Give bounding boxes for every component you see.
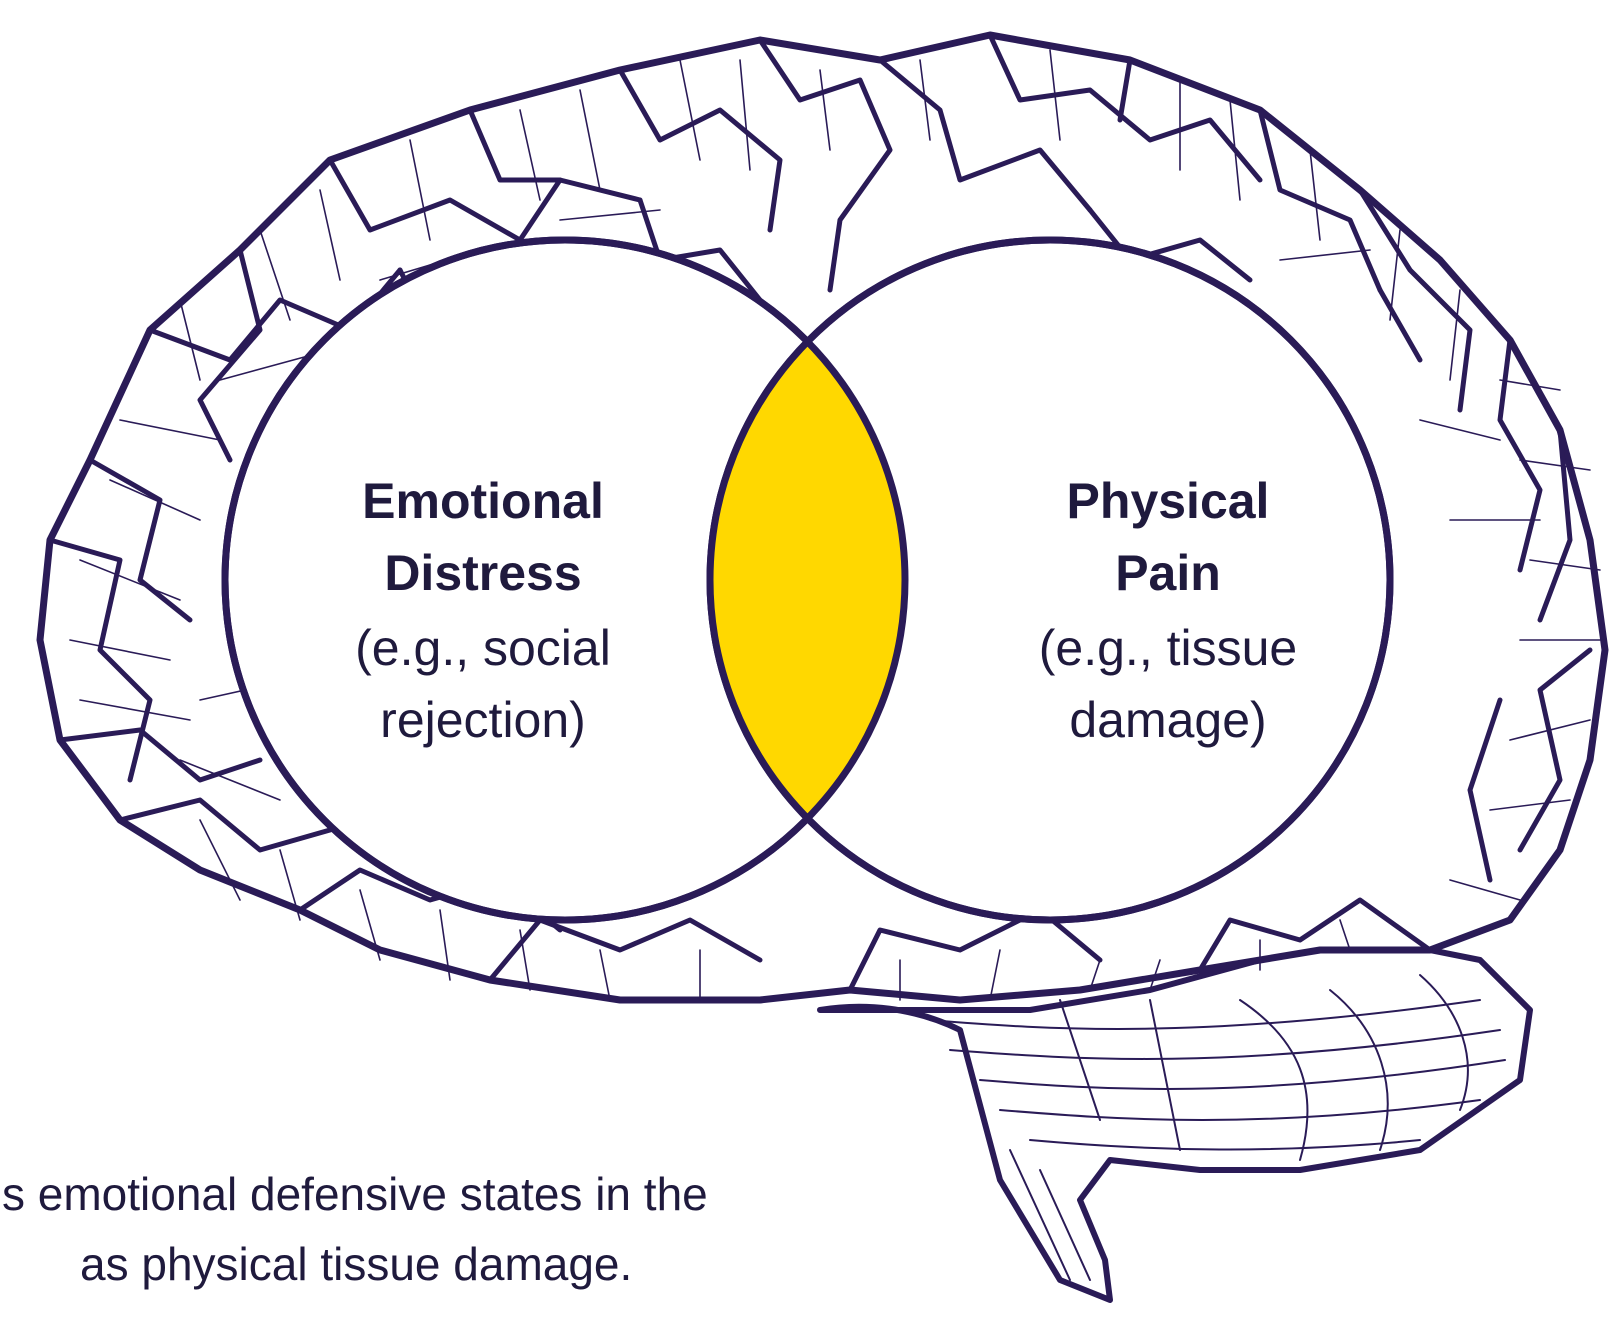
- right-sub-line1: (e.g., tissue: [1039, 620, 1297, 676]
- right-title-line2: Pain: [1115, 545, 1221, 601]
- right-title-line1: Physical: [1067, 473, 1270, 529]
- right-sub-line2: damage): [1069, 692, 1266, 748]
- left-title-line1: Emotional: [362, 473, 604, 529]
- caption-line2: as physical tissue damage.: [80, 1238, 632, 1290]
- caption-line1: s emotional defensive states in the: [2, 1168, 708, 1220]
- left-sub-line1: (e.g., social: [355, 620, 611, 676]
- left-sub-line2: rejection): [380, 692, 586, 748]
- left-title-line2: Distress: [384, 545, 581, 601]
